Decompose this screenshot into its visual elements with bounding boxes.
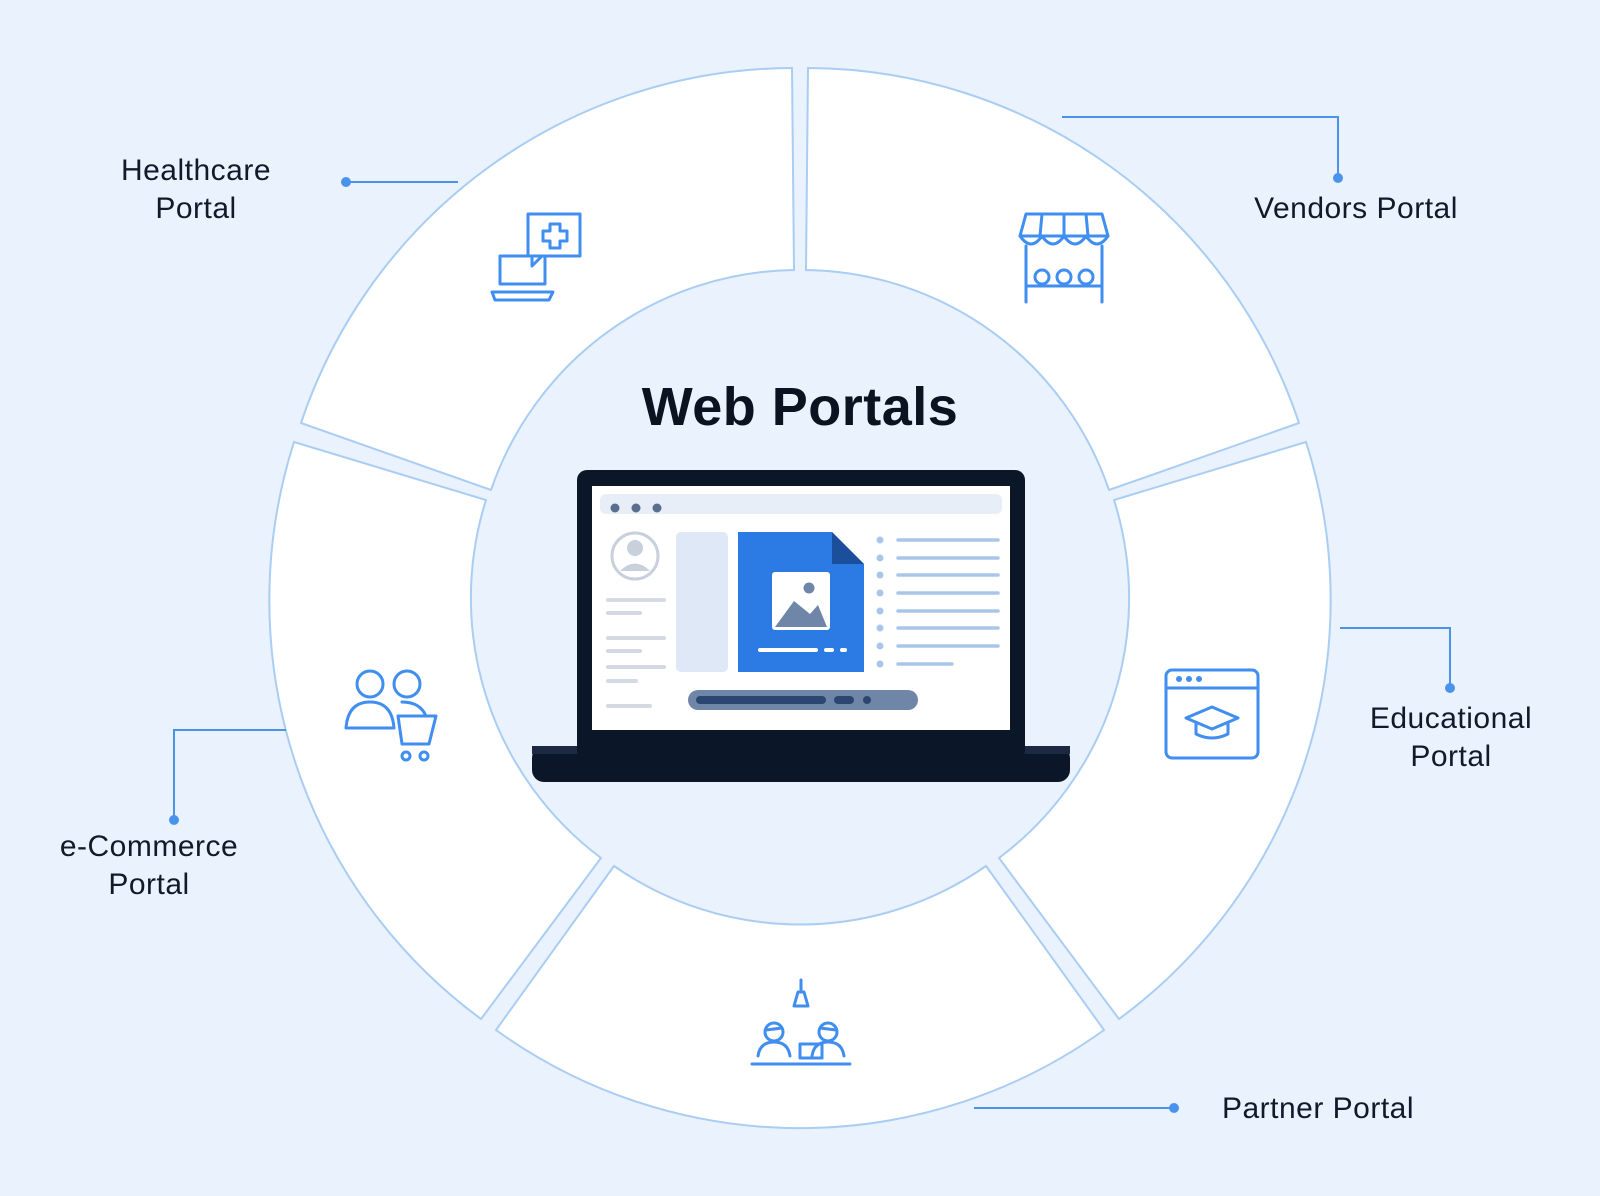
ecommerce-shopper-icon xyxy=(344,669,438,762)
label-healthcare: Healthcare Portal xyxy=(120,154,272,225)
connector-educational xyxy=(1340,627,1455,693)
education-browser-icon xyxy=(1164,668,1260,760)
healthcare-laptop-icon xyxy=(490,212,582,302)
connector-vendors xyxy=(1062,116,1343,183)
laptop-illustration xyxy=(532,470,1070,782)
connector-partner xyxy=(974,1103,1179,1113)
connectors xyxy=(169,116,1455,1113)
connector-healthcare xyxy=(341,177,458,187)
segment-ecommerce xyxy=(268,440,603,1021)
label-ecommerce: e-Commerce Portal xyxy=(59,830,239,901)
partner-meeting-icon xyxy=(750,978,852,1066)
label-partner: Partner Portal xyxy=(1221,1092,1415,1125)
segment-healthcare xyxy=(299,66,796,492)
diagram-title: Web Portals xyxy=(641,377,959,437)
label-educational: Educational Portal xyxy=(1369,702,1533,773)
segment-vendors xyxy=(804,66,1301,492)
connector-ecommerce xyxy=(169,729,286,825)
segment-partner xyxy=(494,864,1106,1130)
vendor-store-icon xyxy=(1018,212,1110,304)
label-vendors: Vendors Portal xyxy=(1254,192,1458,225)
